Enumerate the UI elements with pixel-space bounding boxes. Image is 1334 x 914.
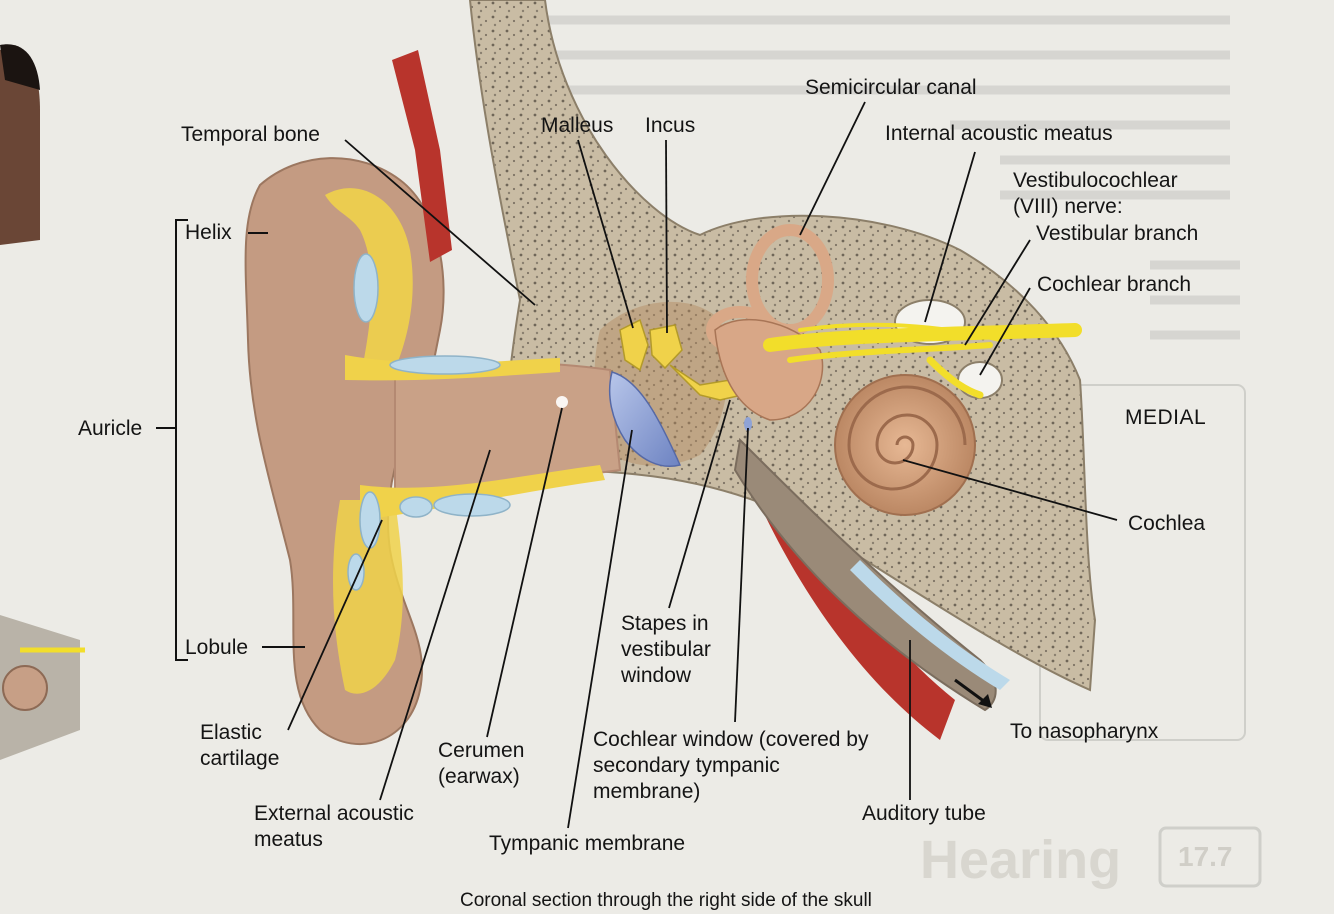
label-cochlear-window: Cochlear window (covered by secondary ty… <box>593 728 869 803</box>
label-cochlea: Cochlea <box>1128 512 1206 535</box>
face-photo-fragment <box>0 44 40 245</box>
label-vestibular-branch: Vestibular branch <box>1036 222 1199 245</box>
eardrum-shape <box>608 371 682 467</box>
label-cochlear-branch: Cochlear branch <box>1037 273 1192 296</box>
lobule-cartilage <box>333 500 403 694</box>
label-stapes: Stapes in vestibular window <box>621 612 711 687</box>
auricle-bracket <box>156 219 305 661</box>
label-helix: Helix <box>185 221 232 244</box>
leader-lines <box>287 101 1118 829</box>
vestibulocochlear-nerve <box>763 322 1082 399</box>
label-vestibulocochlear-nerve: Vestibulocochlear (VIII) nerve: <box>1013 169 1178 218</box>
label-auricle: Auricle <box>78 417 143 440</box>
label-medial: MEDIAL <box>1125 406 1207 429</box>
ossicles <box>619 318 744 401</box>
label-incus: Incus <box>645 114 696 137</box>
label-lobule: Lobule <box>185 636 249 659</box>
tube-fluid <box>850 560 1010 690</box>
round-window <box>744 417 752 431</box>
label-elastic-cartilage: Elastic cartilage <box>200 721 280 770</box>
section-number-box <box>1158 826 1262 888</box>
label-semicircular-canal: Semicircular canal <box>805 76 977 99</box>
label-to-nasopharynx: To nasopharynx <box>1010 720 1159 743</box>
nasopharynx-arrow <box>954 678 992 708</box>
page-heading: Hearing <box>920 830 1122 890</box>
temporalis-muscle <box>392 50 452 262</box>
background-page-text <box>530 15 1240 340</box>
cochlea-shape <box>834 374 976 516</box>
inset-ear-fragment <box>0 615 85 760</box>
auricular-cartilage <box>325 188 413 380</box>
section-number: 17.7 <box>1178 841 1233 872</box>
label-auditory-tube: Auditory tube <box>862 802 986 825</box>
label-temporal-bone: Temporal bone <box>181 123 320 146</box>
cerumen-speck <box>556 396 568 408</box>
cartilage-lacunae <box>347 253 511 591</box>
label-internal-acoustic-meatus: Internal acoustic meatus <box>885 122 1113 145</box>
label-cerumen: Cerumen (earwax) <box>438 739 525 788</box>
label-external-acoustic-meatus: External acoustic meatus <box>254 802 414 851</box>
figure-caption: Coronal section through the right side o… <box>460 890 872 911</box>
label-tympanic-membrane: Tympanic membrane <box>489 832 686 855</box>
label-malleus: Malleus <box>541 114 614 137</box>
